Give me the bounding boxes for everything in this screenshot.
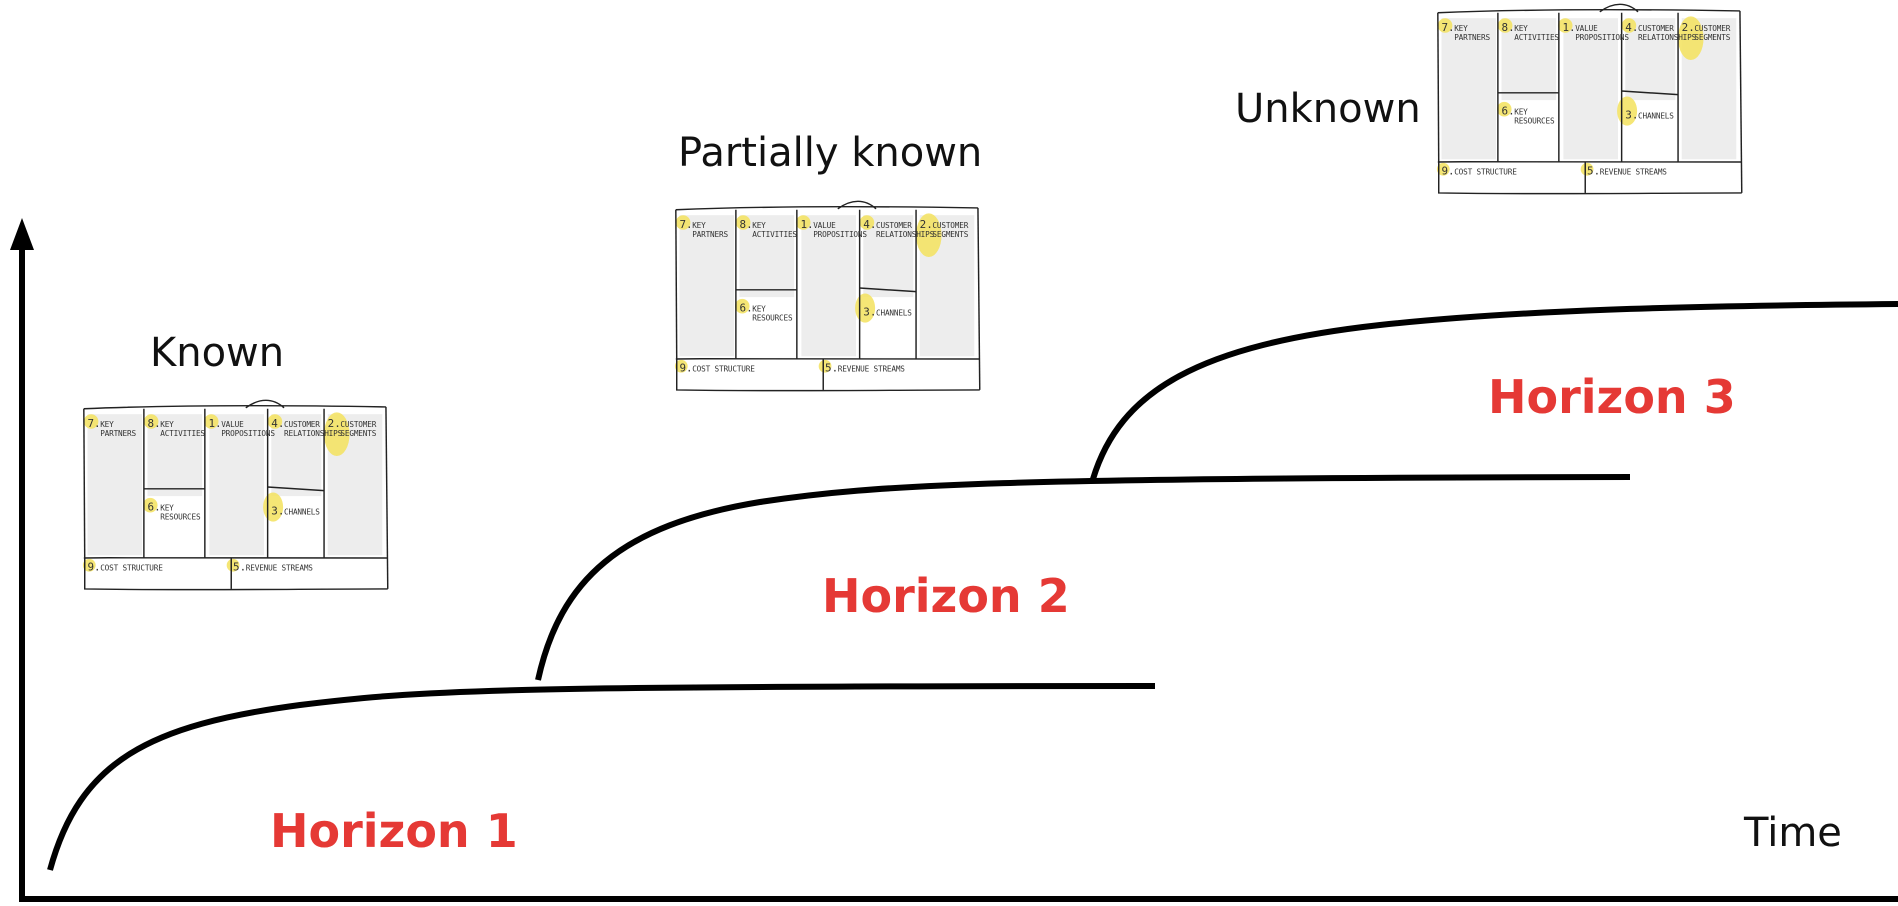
canvas-cell-label: KEY	[1514, 108, 1528, 117]
axes	[10, 218, 1898, 902]
canvas-cell-label: RELATIONSHIPS	[1638, 33, 1697, 42]
canvas-cell-number: 8.	[1502, 21, 1515, 34]
canvas-cell-label: CUSTOMER	[340, 420, 376, 429]
canvas-cell-label: CUSTOMER	[932, 221, 968, 230]
canvas-cell-label: REVENUE STREAMS	[246, 564, 314, 573]
canvas-cell-label: PARTNERS	[1454, 33, 1490, 42]
canvas-cell-label: RELATIONSHIPS	[284, 429, 343, 438]
canvas-cell-number: 1.	[1562, 21, 1575, 34]
canvas-cell-number: 7.	[679, 218, 692, 231]
canvas-cell-label: REVENUE STREAMS	[838, 365, 906, 374]
canvas-cell-number: 8.	[148, 417, 161, 430]
canvas-cell-number: 1.	[208, 417, 221, 430]
canvas-cell-number: 5.	[825, 362, 838, 375]
horizon-1-curve	[47, 683, 1156, 871]
canvas-cell-label: RELATIONSHIPS	[876, 230, 935, 239]
canvas-cell-label: KEY	[100, 420, 114, 429]
canvas-cell-number: 2.	[328, 417, 341, 430]
canvas-cell-label: ACTIVITIES	[1514, 33, 1559, 42]
canvas-cell-number: 5.	[233, 561, 246, 574]
canvas-cell-label: KEY	[1454, 24, 1468, 33]
canvas-cell-number: 2.	[1682, 21, 1695, 34]
canvas-cell-label: REVENUE STREAMS	[1600, 168, 1668, 177]
horizon-2-curve	[535, 474, 1631, 681]
canvas-cell-label: PARTNERS	[692, 230, 728, 239]
canvas-cell-label: VALUE	[221, 420, 244, 429]
canvas-cell-number: 6.	[148, 501, 161, 514]
canvas-cell-label: KEY	[752, 305, 766, 314]
business-model-canvas-unknown: 7.KEYPARTNERS8.KEYACTIVITIES1.VALUEPROPO…	[1436, 3, 1743, 195]
canvas-cell-label: PROPOSITIONS	[813, 230, 867, 239]
canvas-cell-label: KEY	[160, 420, 174, 429]
canvas-cell-label: ACTIVITIES	[752, 230, 797, 239]
canvas-cell-number: 3.	[1625, 108, 1638, 121]
canvas-cell-label: KEY	[752, 221, 766, 230]
horizon-3-curve	[1090, 301, 1898, 480]
canvas-cell-label: CHANNELS	[284, 507, 320, 516]
canvas-cell-label: PROPOSITIONS	[1575, 33, 1629, 42]
canvas-cell-label: RESOURCES	[1514, 117, 1555, 126]
canvas-cell-label: KEY	[692, 221, 706, 230]
canvas-cell-label: CHANNELS	[1638, 111, 1674, 120]
canvas-cell-number: 9.	[679, 362, 692, 375]
canvas-cell-number: 6.	[1502, 105, 1515, 118]
canvas-cell-label: CHANNELS	[876, 308, 912, 317]
canvas-cell-label: PROPOSITIONS	[221, 429, 275, 438]
canvas-cell-label: VALUE	[813, 221, 836, 230]
canvas-cell-number: 3.	[863, 305, 876, 318]
canvas-cell-label: COST STRUCTURE	[1454, 168, 1517, 177]
horizon-label-1: Horizon 1	[270, 804, 518, 858]
canvas-cell-number: 4.	[271, 417, 284, 430]
canvas-cell-number: 1.	[800, 218, 813, 231]
horizon-label-2: Horizon 2	[822, 569, 1070, 623]
canvas-cell-number: 4.	[863, 218, 876, 231]
canvas-cell-label: COST STRUCTURE	[692, 365, 755, 374]
horizon-label-3: Horizon 3	[1488, 370, 1736, 424]
canvas-cell-number: 9.	[1441, 165, 1454, 178]
canvas-cell-label: SEGMENTS	[340, 429, 376, 438]
canvas-cell-label: KEY	[1514, 24, 1528, 33]
canvas-cell-label: CUSTOMER	[284, 420, 320, 429]
canvas-cell-label: SEGMENTS	[932, 230, 968, 239]
y-axis-arrowhead	[10, 218, 34, 250]
canvas-cell-number: 7.	[1441, 21, 1454, 34]
canvas-cell-label: RESOURCES	[752, 314, 793, 323]
canvas-cell-label: KEY	[160, 504, 174, 513]
stage-label-known: Known	[150, 330, 284, 376]
canvas-cell-label: CUSTOMER	[1638, 24, 1674, 33]
canvas-cell-number: 2.	[920, 218, 933, 231]
canvas-cell-number: 4.	[1625, 21, 1638, 34]
canvas-cell-number: 9.	[87, 561, 100, 574]
canvas-cell-label: VALUE	[1575, 24, 1598, 33]
stage-label-unknown: Unknown	[1235, 86, 1421, 132]
canvas-cell-number: 7.	[87, 417, 100, 430]
canvas-cell-number: 8.	[740, 218, 753, 231]
canvas-cell-label: PARTNERS	[100, 429, 136, 438]
canvas-cell-label: CUSTOMER	[876, 221, 912, 230]
canvas-cell-number: 3.	[271, 504, 284, 517]
canvas-cell-label: CUSTOMER	[1694, 24, 1730, 33]
canvas-cell-label: ACTIVITIES	[160, 429, 205, 438]
canvas-cell-label: COST STRUCTURE	[100, 564, 163, 573]
horizon-curves	[47, 301, 1898, 871]
business-model-canvas-partially-known: 7.KEYPARTNERS8.KEYACTIVITIES1.VALUEPROPO…	[674, 200, 981, 392]
canvas-cell-number: 6.	[740, 302, 753, 315]
canvas-cell-label: RESOURCES	[160, 513, 201, 522]
stage-label-partially-known: Partially known	[678, 130, 982, 176]
business-model-canvas-known: 7.KEYPARTNERS8.KEYACTIVITIES1.VALUEPROPO…	[82, 399, 389, 591]
canvas-cell-label: SEGMENTS	[1694, 33, 1730, 42]
canvas-cell-number: 5.	[1587, 165, 1600, 178]
x-axis-label-time: Time	[1743, 810, 1842, 856]
